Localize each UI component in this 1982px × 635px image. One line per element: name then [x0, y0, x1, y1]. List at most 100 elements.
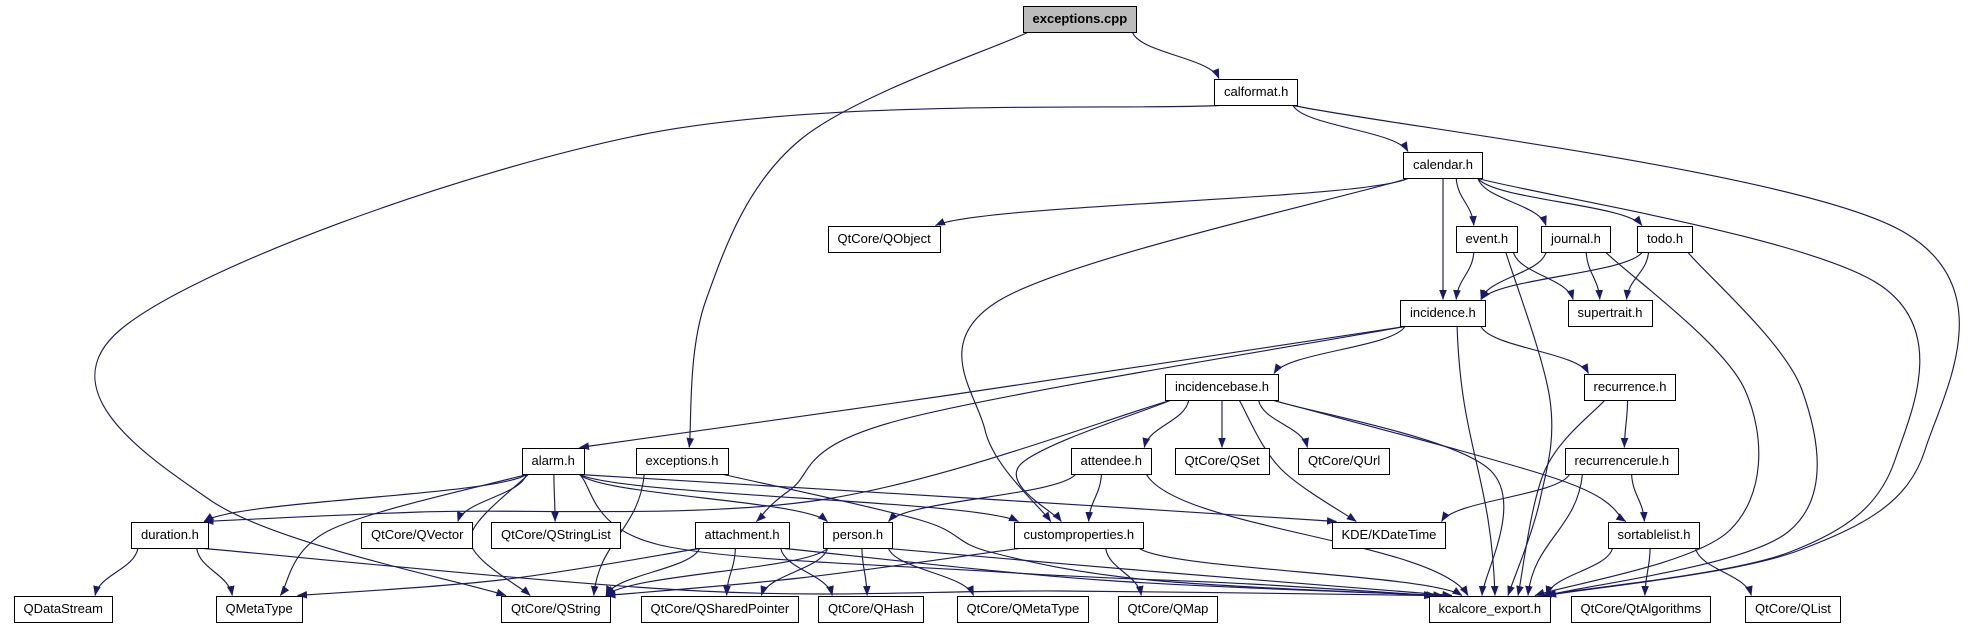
edge-journal-h--kcalcore-export-h	[1534, 252, 1760, 597]
node-exceptions-h[interactable]: exceptions.h	[635, 447, 729, 475]
edge-incidencebase-h--kdatetime	[1238, 400, 1357, 522]
node-customproperties-h[interactable]: customproperties.h	[1013, 521, 1145, 549]
edge-person-h--qsharedpointer	[760, 548, 829, 596]
edge-calformat-h--qstring	[94, 104, 1220, 597]
node-qobject[interactable]: QtCore/QObject	[827, 225, 941, 253]
node-qstring[interactable]: QtCore/QString	[501, 595, 611, 623]
edge-recurrencerule-h--kdatetime	[1441, 474, 1570, 522]
edge-attendee-h--customproperties-h	[1085, 474, 1102, 522]
edge-recurrencerule-h--kcalcore-export-h	[1525, 474, 1583, 596]
node-todo-h[interactable]: todo.h	[1637, 225, 1694, 253]
edge-todo-h--kcalcore-export-h	[1546, 252, 1818, 597]
edge-calendar-h--todo-h	[1477, 178, 1643, 226]
edge-event-h--supertrait-h	[1512, 252, 1575, 300]
edge-alarm-h--qstringlist	[551, 474, 559, 522]
edge-person-h--qhash	[861, 548, 871, 596]
node-exceptions-cpp: exceptions.cpp	[1022, 5, 1138, 33]
edge-alarm-h--person-h	[579, 474, 828, 522]
edge-incidence-h--attachment-h	[756, 325, 1406, 522]
edge-event-h--kcalcore-export-h	[1505, 252, 1553, 596]
node-qvector[interactable]: QtCore/QVector	[361, 521, 474, 549]
node-person-h[interactable]: person.h	[822, 521, 894, 549]
node-qlist[interactable]: QtCore/QList	[1745, 595, 1841, 623]
edge-incidence-h--incidencebase-h	[1273, 326, 1406, 374]
node-kdatetime[interactable]: KDE/KDateTime	[1331, 521, 1447, 549]
edge-attachment-h--kcalcore-export-h	[784, 547, 1444, 599]
edge-recurrencerule-h--sortablelist-h	[1631, 474, 1648, 522]
edge-attachment-h--qmetatype	[297, 547, 700, 599]
edge-alarm-h--kcalcore-export-h	[579, 474, 1434, 599]
node-supertrait-h[interactable]: supertrait.h	[1567, 299, 1653, 327]
node-calformat-h[interactable]: calformat.h	[1214, 78, 1299, 106]
edge-incidence-h--recurrence-h	[1480, 326, 1590, 374]
edge-calformat-h--calendar-h	[1292, 105, 1409, 152]
edge-duration-h--qmetatype	[196, 548, 235, 596]
edge-calendar-h--qobject	[935, 177, 1409, 227]
edge-person-h--qtcore-qmetatype	[887, 548, 975, 596]
edge-customproperties-h--qmap	[1105, 548, 1144, 596]
edge-attachment-h--qsharedpointer	[723, 548, 736, 596]
edge-recurrence-h--kcalcore-export-h	[1516, 400, 1605, 596]
edges	[93, 31, 1960, 600]
edge-incidence-h--alarm-h	[579, 325, 1406, 450]
edge-alarm-h--qmetatype	[279, 473, 527, 596]
node-recurrence-h[interactable]: recurrence.h	[1583, 373, 1677, 401]
node-qsharedpointer[interactable]: QtCore/QSharedPointer	[640, 595, 800, 623]
edge-calendar-h--journal-h	[1477, 178, 1547, 226]
node-incidencebase-h[interactable]: incidencebase.h	[1165, 373, 1279, 401]
edge-todo-h--incidence-h	[1480, 252, 1643, 300]
node-qtalgorithms[interactable]: QtCore/QtAlgorithms	[1570, 595, 1712, 623]
edge-alarm-h--duration-h	[203, 474, 527, 522]
edge-calendar-h--event-h	[1455, 178, 1477, 226]
edge-customproperties-h--qstring	[605, 547, 1019, 599]
edge-sortablelist-h--kcalcore-export-h	[1545, 548, 1614, 596]
edge-incidencebase-h--sortablelist-h	[1273, 399, 1627, 522]
edge-incidencebase-h--qurl	[1258, 400, 1309, 448]
edge-attendee-h--kcalcore-export-h	[1146, 474, 1469, 596]
edge-incidencebase-h--duration-h	[203, 399, 1171, 525]
node-qdatastream[interactable]: QDataStream	[13, 595, 113, 623]
edge-exceptions-cpp--exceptions-h	[686, 31, 1028, 448]
node-attendee-h[interactable]: attendee.h	[1070, 447, 1152, 475]
edge-exceptions-cpp--calformat-h	[1131, 32, 1220, 79]
node-sortablelist-h[interactable]: sortablelist.h	[1607, 521, 1701, 549]
edge-incidence-h--kcalcore-export-h	[1456, 326, 1499, 596]
edge-duration-h--kcalcore-export-h	[203, 547, 1434, 600]
edge-attendee-h--person-h	[888, 474, 1076, 522]
node-journal-h[interactable]: journal.h	[1541, 225, 1611, 253]
node-event-h[interactable]: event.h	[1455, 225, 1519, 253]
edge-journal-h--supertrait-h	[1585, 252, 1604, 300]
edge-sortablelist-h--qlist	[1694, 548, 1753, 596]
edge-attachment-h--qhash	[780, 548, 834, 596]
node-qstringlist[interactable]: QtCore/QStringList	[491, 521, 621, 549]
edge-incidencebase-h--attendee-h	[1142, 400, 1190, 448]
edge-person-h--qstring	[605, 548, 828, 596]
node-calendar-h[interactable]: calendar.h	[1403, 151, 1483, 179]
edge-todo-h--supertrait-h	[1623, 252, 1650, 300]
node-qurl[interactable]: QtCore/QUrl	[1298, 447, 1391, 475]
edge-customproperties-h--kcalcore-export-h	[1139, 548, 1463, 596]
edge-incidencebase-h--customproperties-h	[1015, 399, 1171, 522]
edge-exceptions-h--kcalcore-export-h	[723, 473, 1437, 599]
node-kcalcore-export-h[interactable]: kcalcore_export.h	[1428, 595, 1552, 623]
node-qset[interactable]: QtCore/QSet	[1174, 447, 1270, 475]
node-attachment-h[interactable]: attachment.h	[694, 521, 790, 549]
node-qhash[interactable]: QtCore/QHash	[818, 595, 924, 623]
edge-calendar-h--customproperties-h	[961, 177, 1409, 522]
node-qmetatype[interactable]: QMetaType	[215, 595, 303, 623]
edge-event-h--incidence-h	[1453, 252, 1475, 300]
edge-alarm-h--kdatetime	[579, 473, 1337, 525]
node-recurrencerule-h[interactable]: recurrencerule.h	[1564, 447, 1680, 475]
node-qtcore-qmetatype[interactable]: QtCore/QMetaType	[956, 595, 1090, 623]
node-qmap[interactable]: QtCore/QMap	[1117, 595, 1219, 623]
node-alarm-h[interactable]: alarm.h	[521, 447, 585, 475]
edge-calendar-h--kcalcore-export-h	[1477, 177, 1921, 598]
node-duration-h[interactable]: duration.h	[131, 521, 209, 549]
node-incidence-h[interactable]: incidence.h	[1400, 299, 1486, 327]
edge-sortablelist-h--qtalgorithms	[1641, 548, 1651, 596]
edge-incidencebase-h--kcalcore-export-h	[1273, 399, 1505, 596]
edge-recurrence-h--recurrencerule-h	[1620, 400, 1629, 448]
edge-person-h--kcalcore-export-h	[888, 547, 1453, 599]
